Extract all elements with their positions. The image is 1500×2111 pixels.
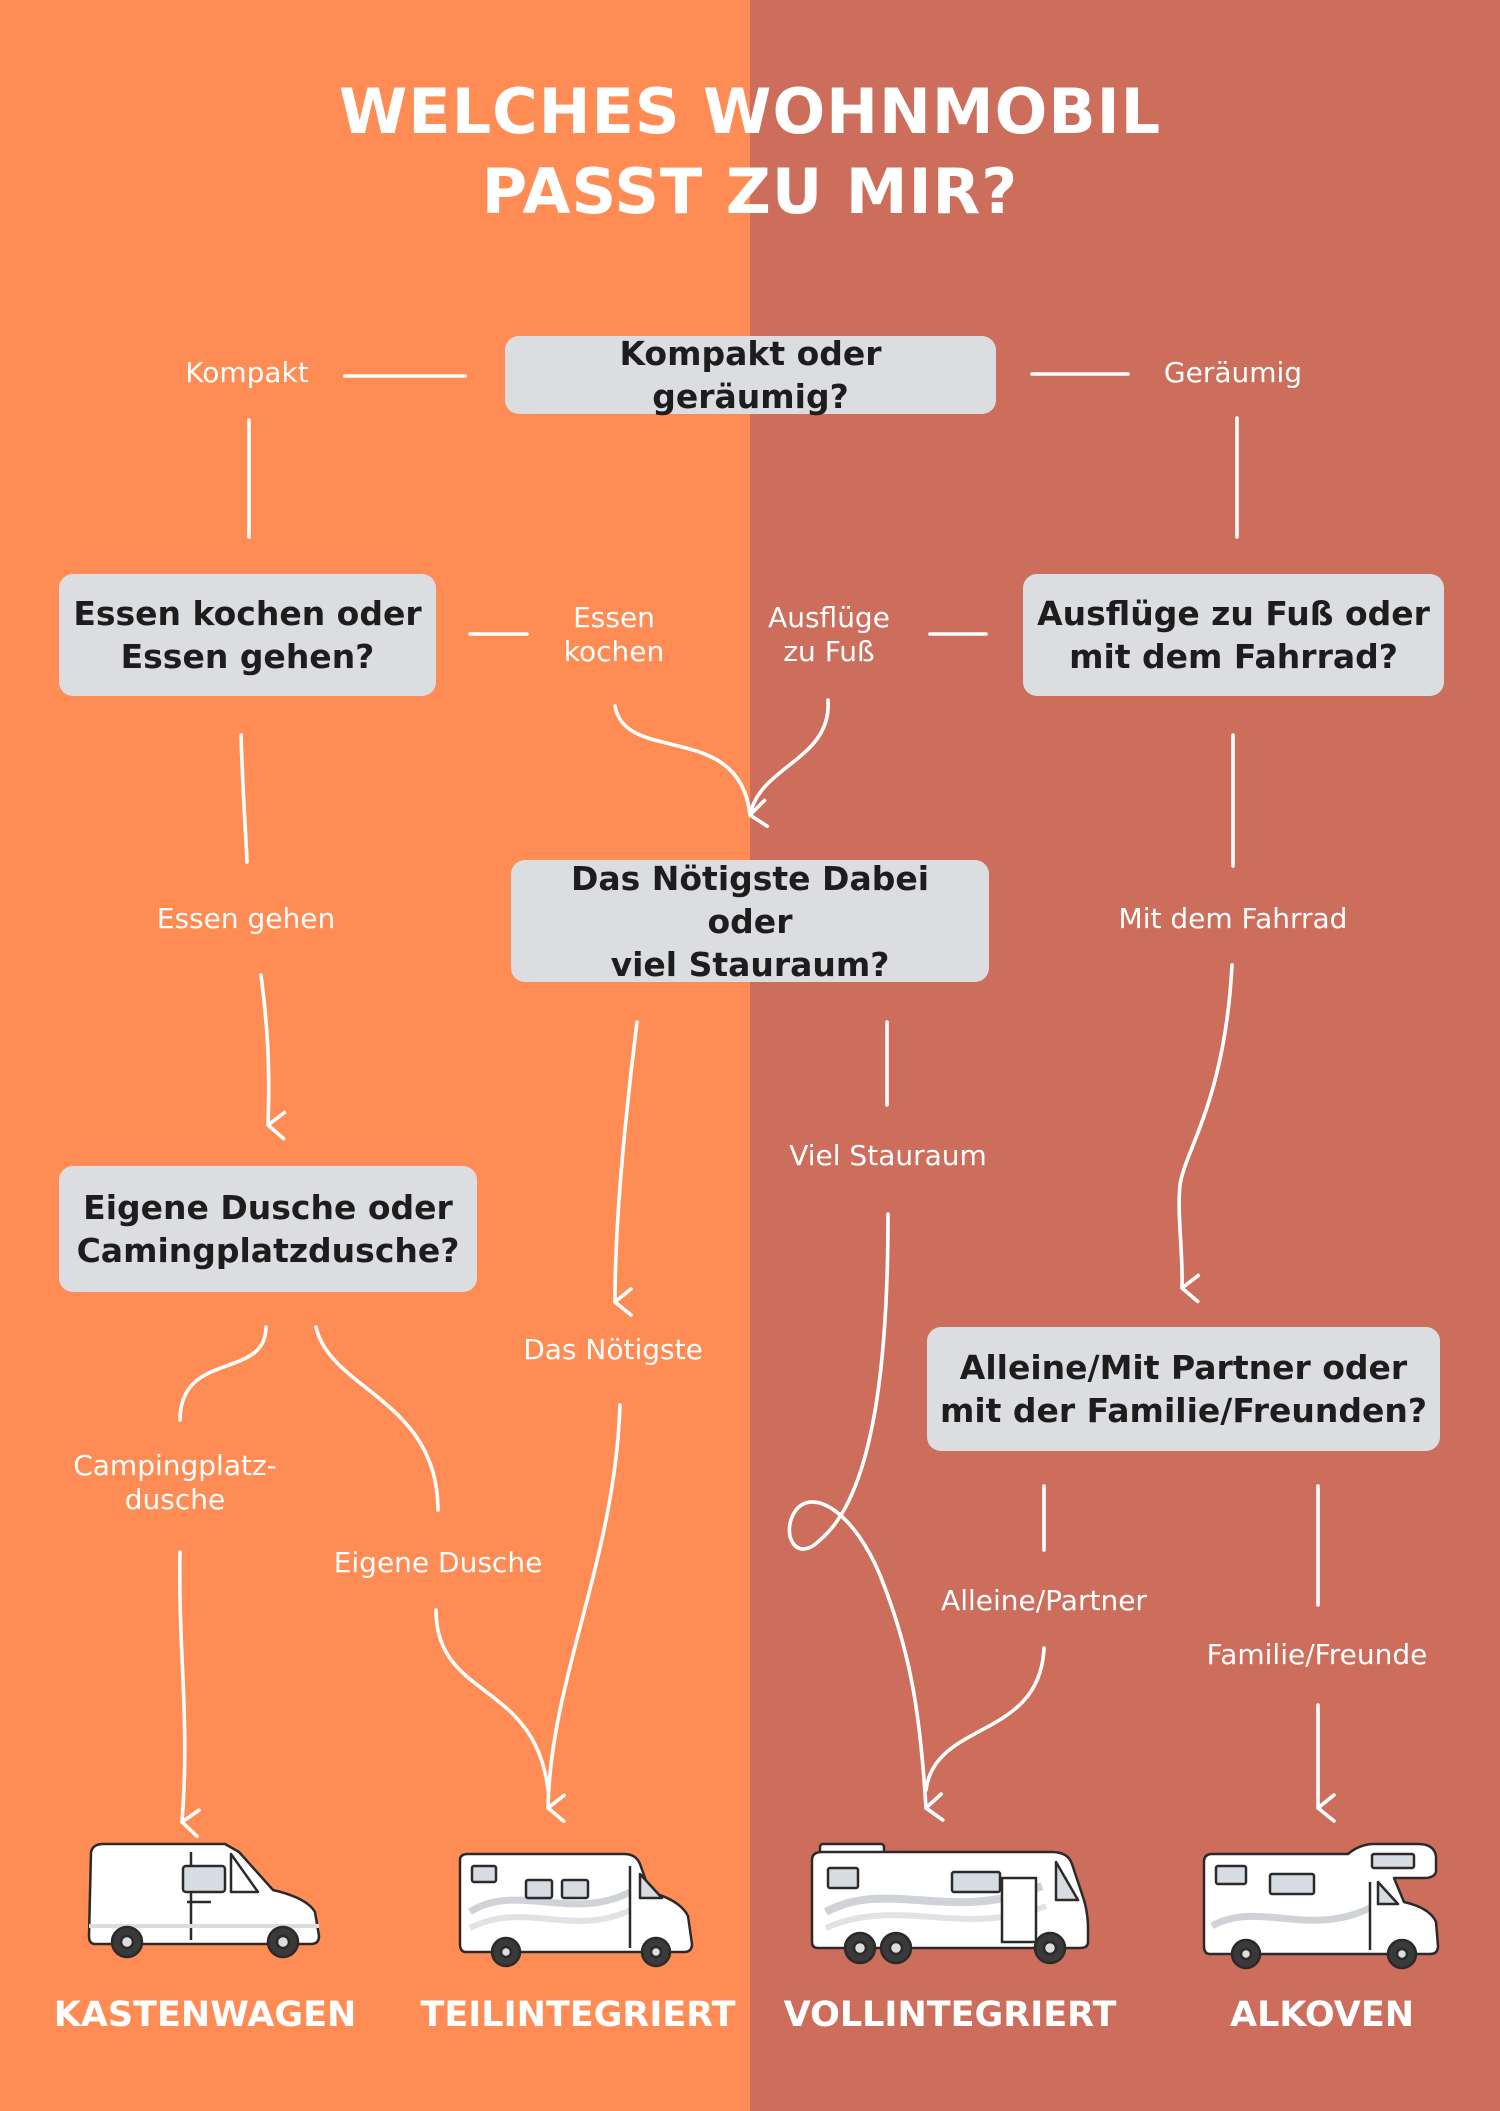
arrow-noetigste-to-teilintegriert <box>546 1403 622 1824</box>
label-ausfluege-line-2: zu Fuß <box>783 635 875 668</box>
title-line-2: PASST ZU MIR? <box>481 155 1019 228</box>
question-reisebegleitung-line-2: mit der Familie/Freunden? <box>939 1391 1428 1430</box>
curve-eigene-dusche-top <box>314 1325 440 1512</box>
alcove-motorhome-icon <box>1202 1842 1440 1970</box>
label-eigene-dusche: Eigene Dusche <box>333 1546 543 1579</box>
question-essen-line-1: Essen kochen oder <box>73 594 422 633</box>
panel-van-icon <box>87 1842 321 1959</box>
question-dusche-line-1: Eigene Dusche oder <box>83 1188 453 1227</box>
question-ausfluege: Ausflüge zu Fuß oder mit dem Fahrrad? <box>1023 574 1444 696</box>
question-ausfluege-line-1: Ausflüge zu Fuß oder <box>1037 594 1430 633</box>
arrow-fahrrad-to-q6 <box>1177 963 1234 1304</box>
label-campingplatzdusche-line-2: dusche <box>124 1483 226 1516</box>
curve-ausfluege-to-q4 <box>748 698 830 817</box>
question-kompakt-geraeumig-text: Kompakt oder geräumig? <box>619 334 882 416</box>
label-mit-dem-fahrrad: Mit dem Fahrrad <box>1118 902 1348 935</box>
question-dusche-line-2: Camingplatzdusche? <box>76 1231 460 1270</box>
category-alkoven: ALKOVEN <box>1229 1995 1415 2035</box>
arrow-noetigste-from-q4 <box>613 1020 639 1317</box>
category-kastenwagen: KASTENWAGEN <box>53 1995 357 2035</box>
label-kompakt: Kompakt <box>185 356 309 389</box>
line-essen-gehen-top <box>239 733 249 864</box>
category-vollintegriert: VOLLINTEGRIERT <box>783 1995 1117 2035</box>
arrow-essen-gehen-to-q5 <box>259 973 287 1141</box>
label-alleine-partner: Alleine/Partner <box>941 1584 1147 1617</box>
question-reisebegleitung-line-1: Alleine/Mit Partner oder <box>959 1348 1408 1387</box>
label-essen-kochen-line-1: Essen <box>573 601 655 634</box>
arrow-campingplatzdusche-to-kastenwagen <box>177 1550 201 1839</box>
question-ausfluege-line-2: mit dem Fahrrad? <box>1069 637 1398 676</box>
label-essen-kochen-line-2: kochen <box>563 635 665 668</box>
integrated-motorhome-icon <box>810 1842 1090 1965</box>
question-dusche: Eigene Dusche oder Camingplatzdusche? <box>59 1166 477 1292</box>
title-line-1: WELCHES WOHNMOBIL <box>338 75 1162 148</box>
curve-alleine-to-vollintegriert <box>924 1646 1046 1792</box>
category-teilintegriert: TEILINTEGRIERT <box>420 1995 736 2035</box>
label-campingplatzdusche: Campingplatz- dusche <box>73 1449 277 1517</box>
question-kompakt-geraeumig: Kompakt oder geräumig? <box>505 334 996 416</box>
semi-integrated-motorhome-icon <box>458 1852 694 1968</box>
curve-campingplatzdusche-top <box>178 1325 268 1422</box>
label-essen-gehen: Essen gehen <box>156 902 336 935</box>
arrow-essen-kochen-to-q4 <box>613 704 770 829</box>
question-stauraum-line-2: viel Stauraum? <box>610 944 890 984</box>
question-reisebegleitung: Alleine/Mit Partner oder mit der Familie… <box>927 1327 1440 1451</box>
label-geraeumig: Geräumig <box>1163 356 1303 389</box>
question-essen-line-2: Essen gehen? <box>120 637 375 676</box>
label-campingplatzdusche-line-1: Campingplatz- <box>73 1449 277 1482</box>
question-stauraum-line-1: Das Nötigste Dabei oder <box>570 858 930 941</box>
question-stauraum: Das Nötigste Dabei oder viel Stauraum? <box>511 858 989 984</box>
label-ausfluege-line-1: Ausflüge <box>768 601 890 634</box>
curve-eigene-dusche-to-teilintegriert <box>434 1608 550 1792</box>
label-ausfluege-zu-fuss: Ausflüge zu Fuß <box>768 601 890 669</box>
label-familie-freunde: Familie/Freunde <box>1206 1638 1428 1671</box>
label-viel-stauraum: Viel Stauraum <box>789 1139 987 1172</box>
question-essen: Essen kochen oder Essen gehen? <box>59 574 436 696</box>
arrow-viel-stauraum-to-vollintegriert <box>787 1212 945 1822</box>
label-essen-kochen: Essen kochen <box>564 601 664 669</box>
label-das-noetigste: Das Nötigste <box>523 1333 703 1366</box>
